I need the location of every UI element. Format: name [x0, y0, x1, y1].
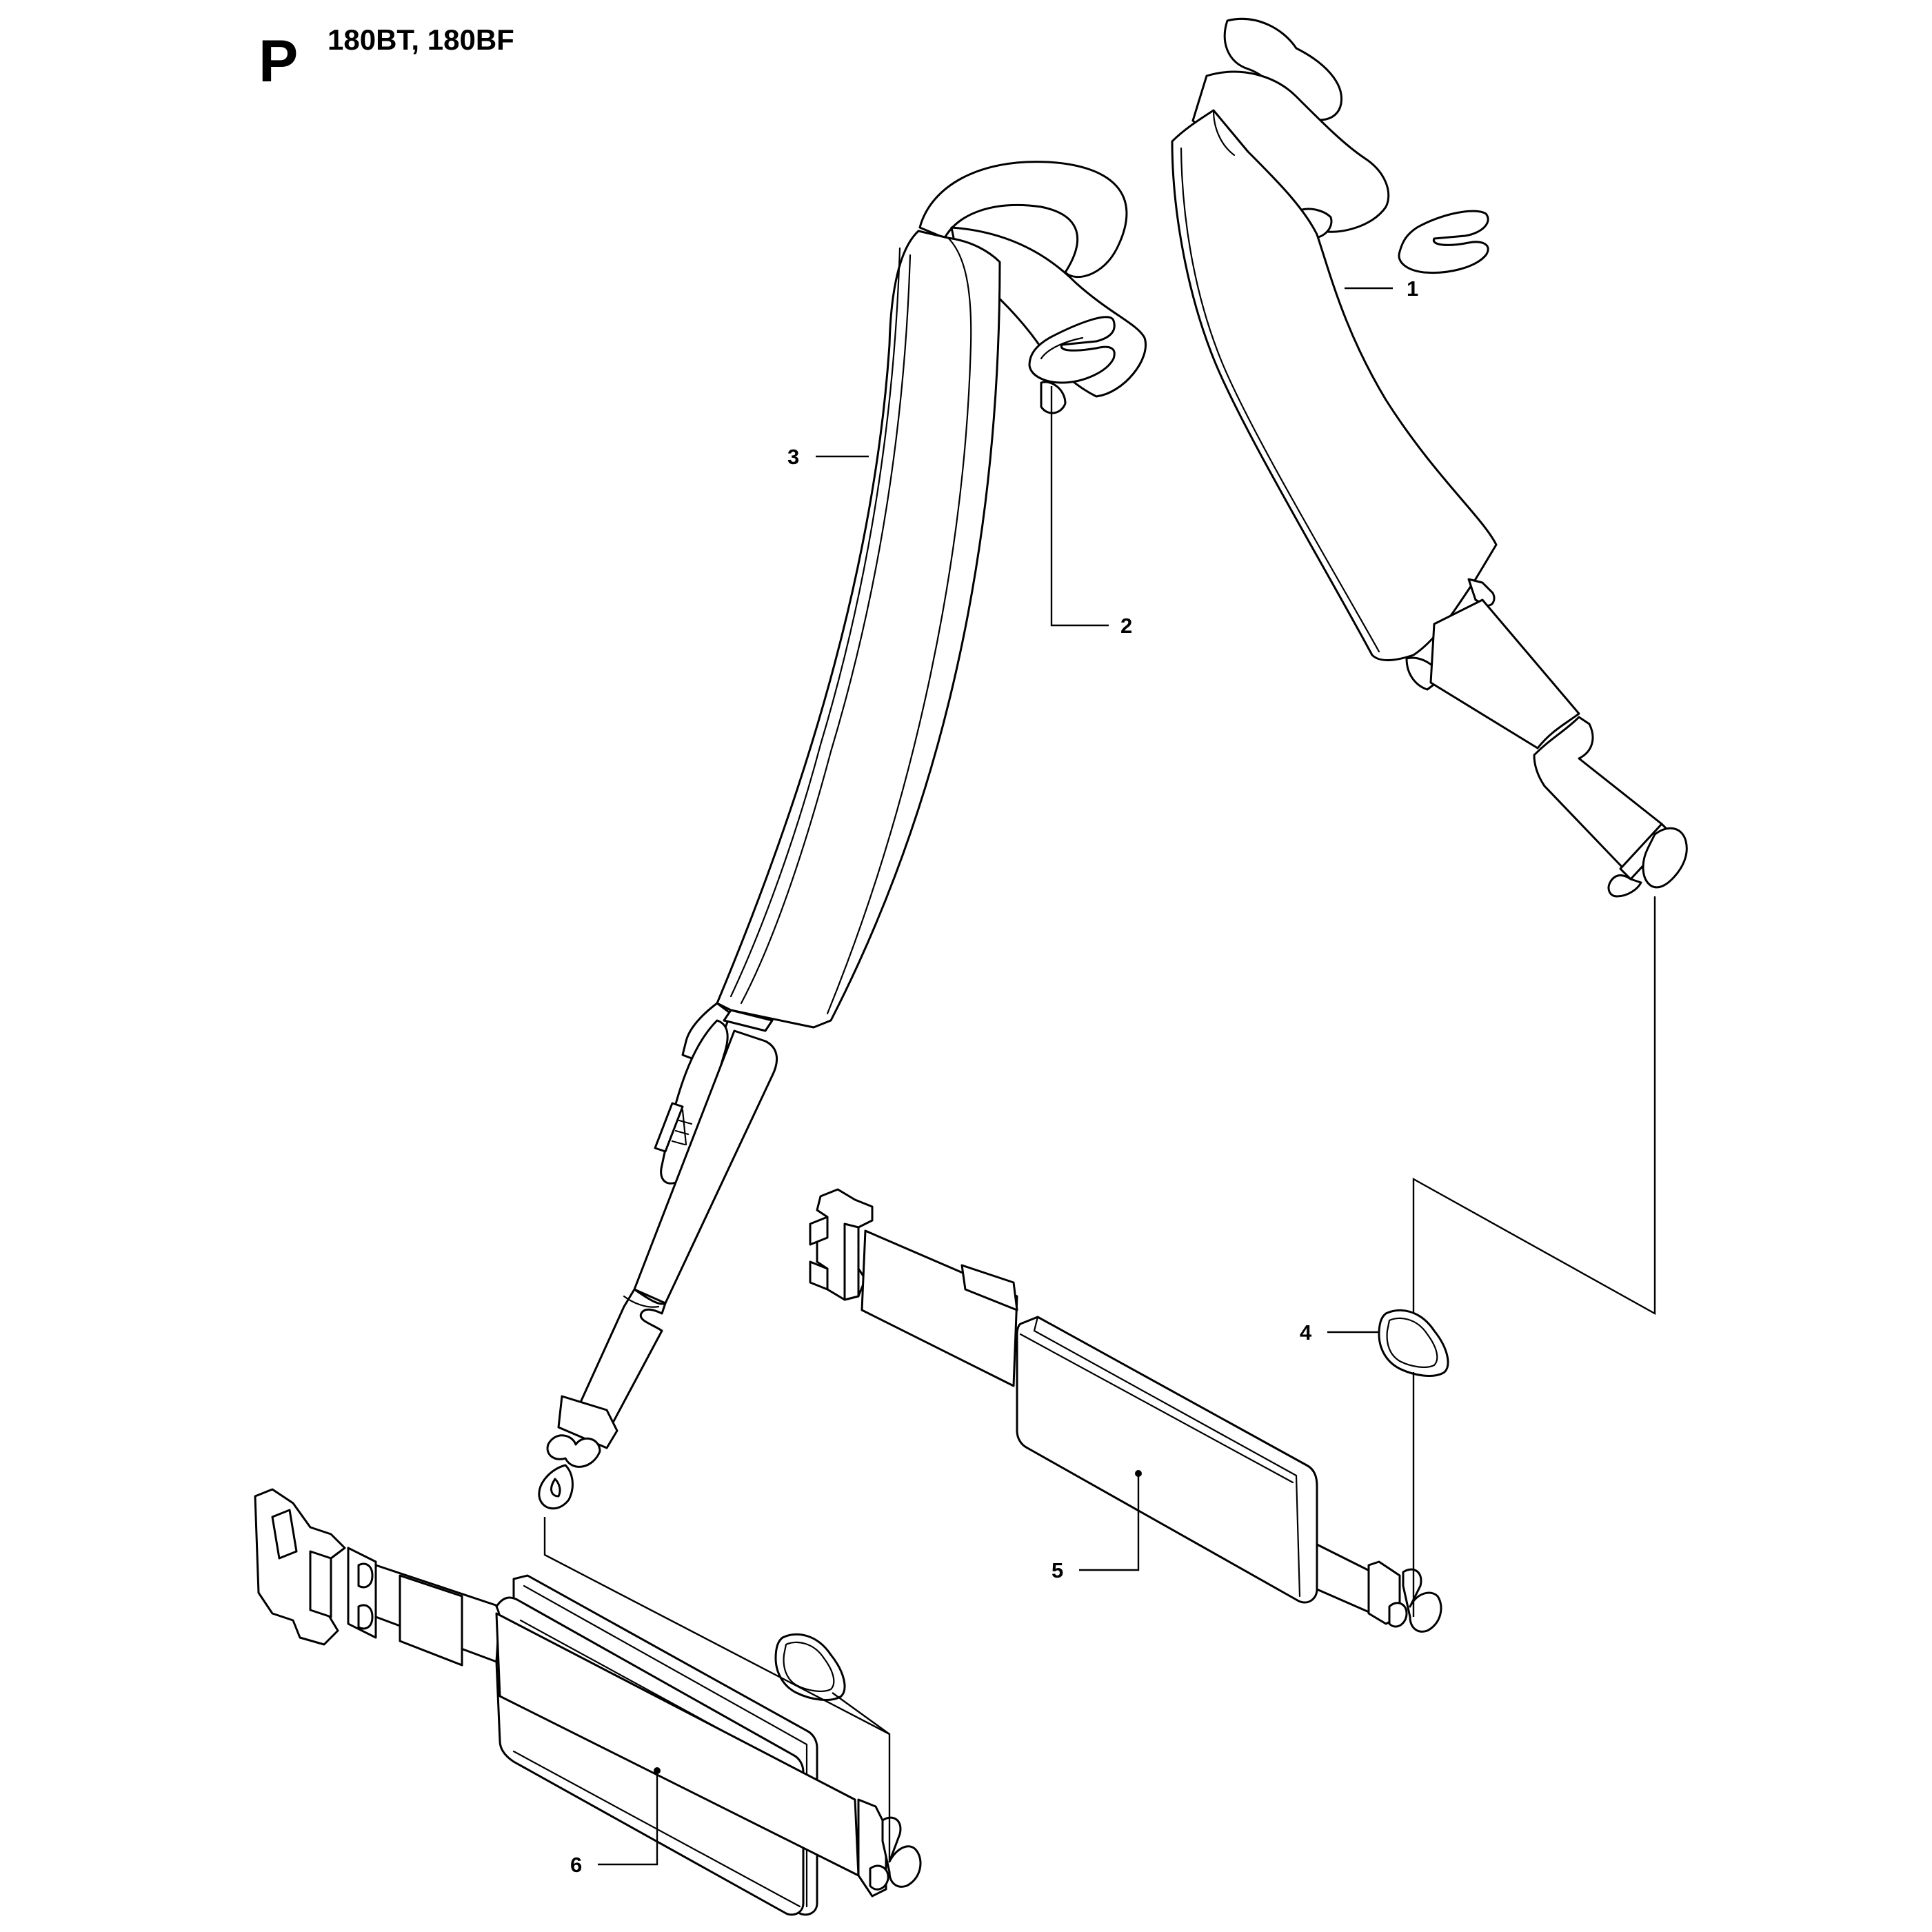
callout-5: 5: [1051, 1473, 1140, 1582]
d-ring[interactable]: [1378, 1309, 1449, 1377]
callout-4-number: 4: [1300, 1320, 1312, 1345]
callout-6: 6: [570, 1771, 658, 1877]
callout-3-number: 3: [787, 445, 799, 469]
callout-2-number: 2: [1120, 614, 1132, 638]
assembly-lines: [543, 896, 1656, 1862]
callout-1: 1: [1345, 276, 1418, 301]
callout-6-number: 6: [570, 1853, 582, 1877]
strap-clip-right[interactable]: [1398, 210, 1489, 274]
hip-pad-right[interactable]: [809, 1188, 1442, 1633]
strap-clip[interactable]: [1028, 316, 1116, 384]
callout-2: 2: [1050, 386, 1132, 638]
hip-pad-left-with-buckle[interactable]: [254, 1488, 922, 1916]
callout-3: 3: [787, 445, 869, 469]
d-ring-left[interactable]: [774, 1633, 846, 1701]
callout-4: 4: [1300, 1320, 1379, 1345]
callout-5-number: 5: [1051, 1558, 1063, 1582]
model-title: 180BT, 180BF: [328, 23, 514, 56]
right-shoulder-strap[interactable]: [1171, 17, 1688, 898]
section-letter: P: [259, 28, 298, 94]
callout-1-number: 1: [1407, 276, 1418, 301]
